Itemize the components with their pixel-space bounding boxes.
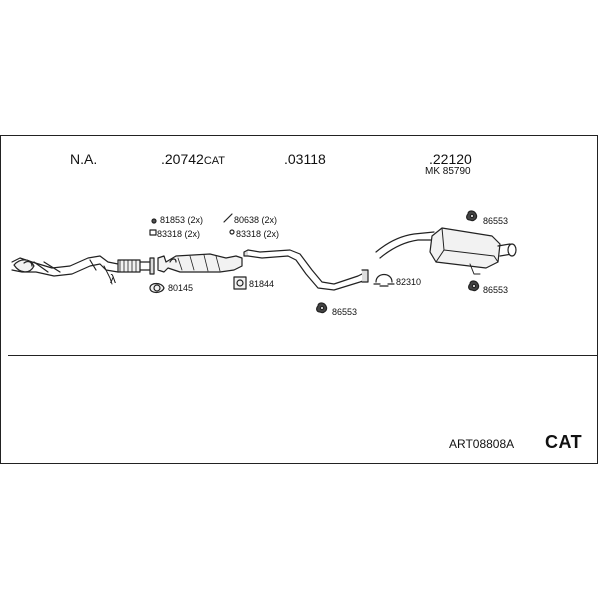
callout-81853: 81853 (2x) bbox=[160, 215, 204, 225]
pipe-clamp-icon bbox=[373, 273, 395, 287]
rear-silencer-part bbox=[375, 227, 517, 275]
callout-81844: 81844 bbox=[249, 279, 275, 289]
diagram-frame bbox=[0, 135, 598, 464]
part-22120-label: .22120 bbox=[429, 151, 472, 167]
callout-80638: 80638 (2x) bbox=[234, 215, 278, 225]
lambda-sensor-label: λ bbox=[110, 272, 116, 286]
part-20742-label: .20742CAT bbox=[161, 151, 225, 169]
part-03118-label: .03118 bbox=[284, 151, 326, 167]
type-label: CAT bbox=[545, 432, 583, 452]
hardware-icons bbox=[103, 213, 247, 294]
front-pipe-part bbox=[11, 255, 155, 277]
callout-83318-right: 83318 (2x) bbox=[236, 229, 280, 239]
callout-80145: 80145 bbox=[168, 283, 194, 293]
middle-pipe-part bbox=[243, 249, 369, 291]
callout-83318-left: 83318 (2x) bbox=[157, 229, 201, 239]
callout-86553-top: 86553 bbox=[483, 216, 509, 226]
rubber-mount-icons bbox=[316, 210, 480, 314]
na-label: N.A. bbox=[70, 151, 98, 167]
catalytic-converter-part bbox=[157, 253, 243, 273]
callout-86553-mid: 86553 bbox=[332, 307, 358, 317]
part-20742-suffix: CAT bbox=[203, 155, 226, 167]
callout-82310: 82310 bbox=[396, 277, 422, 287]
section-divider bbox=[8, 355, 598, 356]
part-20742-number: .20742 bbox=[161, 151, 204, 167]
callout-86553-bot: 86553 bbox=[483, 285, 509, 295]
mk-label: MK 85790 bbox=[425, 166, 471, 177]
article-code: ART08808A bbox=[449, 437, 515, 451]
